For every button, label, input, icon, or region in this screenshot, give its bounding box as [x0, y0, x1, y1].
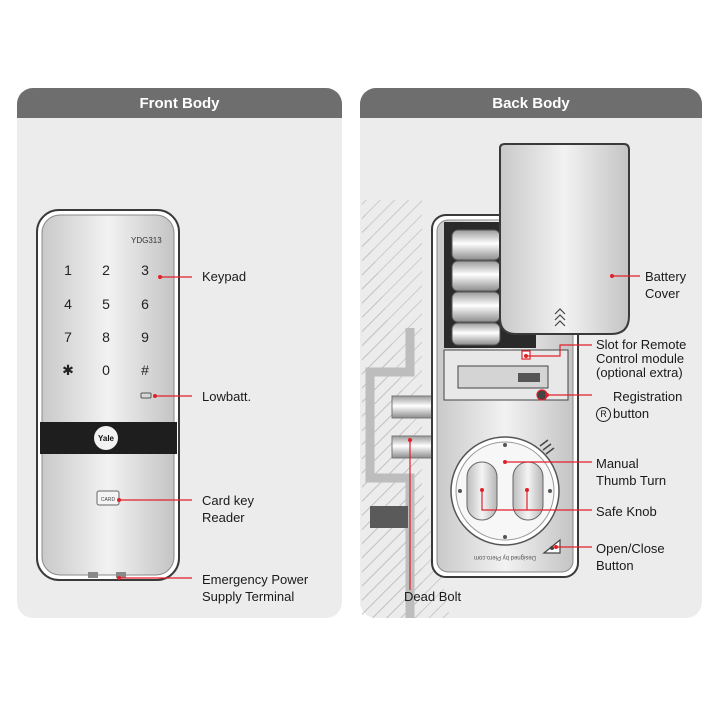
emergency-label: Emergency Power Supply Terminal — [202, 572, 309, 604]
front-body-title: Front Body — [17, 88, 342, 118]
back-body-title: Back Body — [360, 88, 702, 118]
slot-remote-label: Slot for Remote Control module (optional… — [596, 337, 687, 380]
battery-4 — [451, 322, 501, 346]
slide-arrows-icon — [554, 308, 566, 327]
back-callouts — [409, 275, 640, 590]
safe-knob-label: Safe Knob — [596, 504, 657, 519]
keypad-key-0: 1 — [64, 262, 72, 278]
keypad-key-6: 7 — [64, 329, 72, 345]
speaker-grille — [539, 439, 555, 455]
keypad-key-7: 8 — [102, 329, 110, 345]
front-callouts — [117, 275, 192, 580]
registered-icon: R — [596, 407, 611, 423]
model-number: YDG313 — [131, 236, 162, 245]
keypad-key-9: ✱ — [62, 362, 74, 378]
card-mark-text: CARD — [101, 497, 116, 503]
registration-symbol-wrap: R — [596, 388, 611, 423]
battery-cover — [499, 143, 630, 335]
battery-2 — [451, 260, 501, 292]
dead-bolt-label: Dead Bolt — [404, 589, 462, 604]
keypad-key-10: 0 — [102, 362, 110, 378]
safe-knob-callout — [481, 490, 528, 511]
lowbatt-indicator — [140, 392, 152, 399]
keypad-key-1: 2 — [102, 262, 110, 278]
lowbatt-label: Lowbatt. — [202, 389, 252, 404]
registration-label: Registration button — [613, 389, 683, 421]
slot-remote-callout — [526, 344, 592, 357]
keypad-key-3: 4 — [64, 296, 72, 312]
emergency-terminal-right — [116, 572, 126, 578]
dead-bolts — [391, 395, 437, 459]
keypad-key-8: 9 — [141, 329, 149, 345]
battery-1 — [451, 229, 501, 261]
yale-logo — [94, 426, 118, 450]
keypad-key-5: 6 — [141, 296, 149, 312]
yale-logo-text: Yale — [98, 434, 115, 443]
keypad-key-11: # — [141, 362, 149, 378]
strike-block — [370, 506, 408, 528]
connector — [518, 373, 540, 382]
keypad-key-4: 5 — [102, 296, 110, 312]
emergency-terminal-left — [88, 572, 98, 578]
manual-thumb-label: Manual Thumb Turn — [596, 456, 667, 488]
designer-text: Designed by Piero.com — [474, 554, 536, 560]
open-close-label: Open/Close Button — [596, 541, 665, 573]
keypad: 1 2 3 4 5 6 7 8 9 ✱ 0 # — [62, 262, 149, 378]
battery-cover-label: Battery Cover — [645, 269, 687, 301]
keypad-label: Keypad — [202, 269, 247, 284]
battery-3 — [451, 291, 501, 323]
card-reader-label: Card key Reader — [202, 493, 255, 525]
registration-label-line1: Registration button — [613, 388, 682, 422]
front-lock-device: YDG313 1 2 3 4 5 6 7 8 9 ✱ 0 # Yale CARD — [36, 209, 180, 581]
keypad-key-2: 3 — [141, 262, 149, 278]
